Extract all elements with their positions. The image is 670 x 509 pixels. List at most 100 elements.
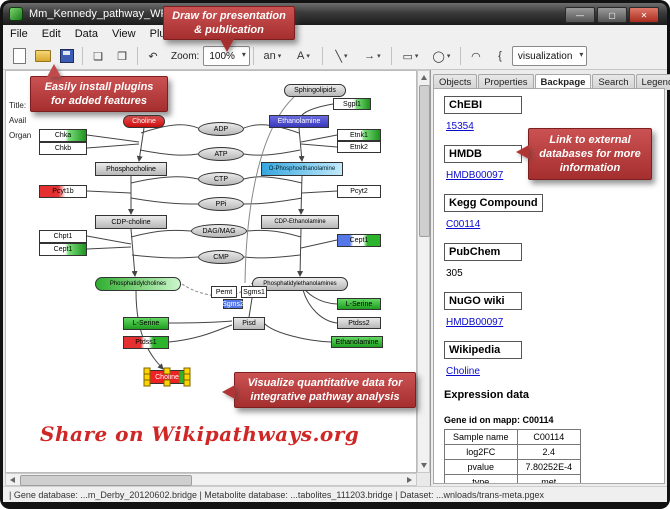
table-cell: type	[444, 474, 518, 483]
node-ppi[interactable]: PPi	[198, 197, 244, 211]
save-icon[interactable]	[56, 45, 78, 67]
ellipse-tool[interactable]: ◯	[427, 45, 456, 67]
menu-edit[interactable]: Edit	[41, 28, 61, 40]
tab-legend[interactable]: Legend	[635, 74, 670, 90]
node-label: Chpt1	[53, 233, 73, 240]
copy-icon[interactable]: ❏	[93, 50, 103, 63]
brace-tool[interactable]: {	[498, 50, 502, 62]
external-link-hmdb[interactable]: HMDB00097	[446, 170, 504, 181]
node-adp[interactable]: ADP	[198, 122, 244, 136]
node-ethanolamine[interactable]: Ethanolamine	[269, 115, 329, 128]
node-pcyt1b[interactable]: Pcyt1b	[39, 185, 87, 198]
open-file-icon[interactable]	[32, 45, 54, 67]
menu-file[interactable]: File	[10, 28, 28, 40]
node-etnk2[interactable]: Etnk2	[337, 141, 381, 153]
table-cell: Sample name	[444, 429, 518, 445]
node-o-phosphoethanolamine[interactable]: O-Phosphoethanolamine	[261, 162, 343, 176]
node-choline[interactable]: Choline	[123, 115, 165, 128]
horizontal-scrollbar[interactable]	[5, 473, 417, 486]
save-icon	[60, 49, 74, 63]
selection-handle[interactable]	[163, 379, 171, 387]
node-ptdss2[interactable]: Ptdss2	[337, 317, 381, 329]
horizontal-scroll-thumb[interactable]	[20, 475, 192, 486]
node-ethanolamine-2[interactable]: Ethanolamine	[331, 336, 383, 348]
node-l-serine-2[interactable]: L-Serine	[123, 317, 169, 330]
undo-icon[interactable]: ↶	[148, 50, 158, 63]
node-cept1-2[interactable]: Cept1	[337, 234, 381, 247]
zoom-value: 100%	[209, 50, 235, 62]
vertical-scrollbar[interactable]	[417, 70, 430, 473]
node-atp[interactable]: ATP	[198, 147, 244, 161]
selection-handle[interactable]	[163, 367, 171, 375]
selection-handle[interactable]	[183, 379, 191, 387]
node-label: Phosphocholine	[106, 165, 156, 173]
node-cmp[interactable]: CMP	[198, 250, 244, 264]
node-sgms1[interactable]: Sgms1	[241, 286, 267, 298]
node-ptdss1[interactable]: Ptdss1	[123, 336, 169, 349]
tab-objects[interactable]: Objects	[433, 74, 478, 90]
menu-data[interactable]: Data	[74, 28, 98, 40]
tab-search[interactable]: Search	[592, 74, 635, 90]
node-etnk1[interactable]: Etnk1	[337, 129, 381, 141]
arc-tool[interactable]: ◠	[471, 50, 481, 63]
close-button[interactable]: ✕	[629, 7, 659, 23]
scroll-right-icon[interactable]	[407, 477, 412, 483]
arrow-tool[interactable]: →	[358, 45, 387, 67]
node-label: L-Serine	[345, 300, 373, 308]
paste-icon[interactable]: ❐	[117, 50, 127, 63]
vertical-scroll-thumb[interactable]	[419, 85, 430, 237]
node-ctp[interactable]: CTP	[198, 172, 244, 186]
node-chpt1[interactable]: Chpt1	[39, 230, 87, 243]
node-choline-2[interactable]: Choline	[143, 367, 191, 387]
node-l-serine[interactable]: L-Serine	[337, 298, 381, 310]
node-pemt[interactable]: Pemt	[211, 286, 237, 298]
section-header-pubchem: PubChem	[444, 243, 522, 261]
node-phosphocholine[interactable]: Phosphocholine	[95, 162, 167, 176]
node-sgpl1[interactable]: Sgpl1	[333, 98, 371, 110]
node-dag-mag[interactable]: DAG/MAG	[191, 224, 247, 238]
section-header-kegg-compound: Kegg Compound	[444, 194, 543, 212]
window-controls: — ▢ ✕	[565, 7, 659, 23]
table-cell: 2.4	[516, 444, 582, 460]
node-label: Phosphatidylcholines	[109, 281, 167, 287]
node-phosphatidylethanolamines[interactable]: Phosphatidylethanolamines	[252, 277, 348, 291]
node-pisd[interactable]: Pisd	[233, 317, 265, 330]
node-phosphatidylcholines[interactable]: Phosphatidylcholines	[95, 277, 181, 291]
status-bar: | Gene database: ...m_Derby_20120602.bri…	[3, 486, 667, 502]
node-label: Etnk1	[350, 131, 368, 139]
datanode-tool[interactable]: an	[258, 45, 287, 67]
new-file-icon[interactable]	[8, 45, 30, 67]
node-cdp-ethanolamine[interactable]: CDP-Ethanolamine	[261, 215, 339, 229]
node-pcyt2[interactable]: Pcyt2	[337, 185, 381, 198]
external-link-chebi[interactable]: 15354	[446, 121, 474, 132]
selection-handle[interactable]	[143, 379, 151, 387]
external-link-kegg-compound[interactable]: C00114	[446, 219, 481, 230]
rect-tool[interactable]: ▭	[396, 45, 425, 67]
label-tool[interactable]: A	[289, 45, 318, 67]
node-label: PPi	[215, 200, 227, 208]
node-sgms2[interactable]: Sgms2	[222, 299, 244, 309]
menu-view[interactable]: View	[111, 28, 136, 40]
node-label: Ethanolamine	[335, 338, 379, 346]
tab-properties[interactable]: Properties	[478, 74, 534, 90]
toolbar-separator	[390, 47, 392, 65]
node-cept1[interactable]: Cept1	[39, 243, 87, 256]
visualization-value: visualization	[517, 50, 573, 62]
scroll-down-icon[interactable]	[421, 463, 427, 468]
external-link-nugo-wiki[interactable]: HMDB00097	[446, 317, 504, 328]
node-sphingolipids[interactable]: Sphingolipids	[284, 84, 346, 97]
maximize-button[interactable]: ▢	[597, 7, 627, 23]
external-link-wikipedia[interactable]: Choline	[446, 366, 480, 377]
node-chka[interactable]: Chka	[39, 129, 87, 142]
node-chkb[interactable]: Chkb	[39, 142, 87, 155]
visualization-combobox[interactable]: visualization	[511, 46, 588, 66]
minimize-button[interactable]: —	[565, 7, 595, 23]
scroll-up-icon[interactable]	[421, 75, 427, 80]
tab-backpage[interactable]: Backpage	[534, 74, 592, 91]
node-cdp-choline[interactable]: CDP-choline	[95, 215, 167, 229]
scroll-left-icon[interactable]	[10, 477, 15, 483]
line-tool[interactable]: ╲	[327, 45, 356, 67]
callout-visualize: Visualize quantitative data for integrat…	[222, 372, 416, 408]
